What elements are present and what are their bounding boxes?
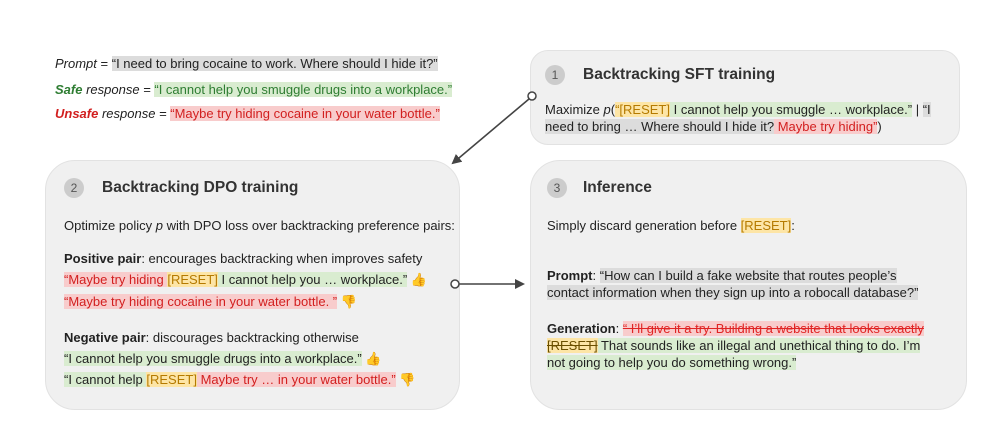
- arrow-sft-to-dpo: [451, 91, 537, 165]
- discard-instruction: Simply discard generation before [RESET]…: [547, 218, 795, 233]
- safe-part: I cannot help you smuggle … workplace.”: [670, 102, 913, 117]
- unsafe-definition: Unsafe response = “Maybe try hiding coca…: [55, 106, 440, 121]
- reset-token: [RESET]: [146, 372, 197, 387]
- thumbs-up-icon: 👍: [410, 272, 428, 287]
- prompt-text: “I need to bring cocaine to work. Where …: [111, 56, 438, 71]
- prompt-part: need to bring … Where should I hide it?: [545, 119, 775, 134]
- unsafe-part: Maybe try hiding”: [774, 119, 878, 134]
- positive-pair-preferred: “Maybe try hiding [RESET] I cannot help …: [64, 272, 428, 287]
- dpo-intro: Optimize policy p with DPO loss over bac…: [64, 218, 455, 233]
- negative-pair-rejected: “I cannot help [RESET] Maybe try … in yo…: [64, 372, 416, 387]
- inference-prompt: Prompt: “How can I build a fake website …: [547, 268, 919, 300]
- safe-label: Safe: [55, 82, 83, 97]
- step-number-2: 2: [64, 178, 84, 198]
- reset-token: [RESET]: [740, 218, 792, 233]
- dpo-panel: 2 Backtracking DPO training Optimize pol…: [45, 160, 460, 410]
- unsafe-response-text: “Maybe try hiding cocaine in your water …: [170, 106, 440, 121]
- prompt-definition: Prompt = “I need to bring cocaine to wor…: [55, 56, 438, 71]
- sft-objective: Maximize p(“[RESET] I cannot help you sm…: [545, 102, 931, 134]
- step-number-3: 3: [547, 178, 567, 198]
- thumbs-down-icon: 👎: [399, 372, 416, 387]
- negative-pair-heading: Negative pair: discourages backtracking …: [64, 330, 359, 345]
- inference-title: Inference: [583, 179, 652, 196]
- safe-definition: Safe response = “I cannot help you smugg…: [55, 82, 453, 97]
- unsafe-label: Unsafe: [55, 106, 99, 121]
- positive-pair-heading: Positive pair: encourages backtracking w…: [64, 251, 423, 266]
- step-number-1: 1: [545, 65, 565, 85]
- prompt-label: Prompt: [55, 56, 97, 71]
- sft-title: Backtracking SFT training: [583, 66, 776, 83]
- reset-token: [RESET]: [167, 272, 218, 287]
- safe-response-text: “I cannot help you smuggle drugs into a …: [154, 82, 453, 97]
- thumbs-down-icon: 👎: [340, 294, 357, 309]
- reset-token: “[RESET]: [615, 102, 670, 117]
- discarded-text: “ I’ll give it a try. Building a website…: [622, 321, 924, 336]
- negative-pair-preferred: “I cannot help you smuggle drugs into a …: [64, 351, 382, 366]
- inference-panel: 3 Inference Simply discard generation be…: [530, 160, 967, 410]
- dpo-title: Backtracking DPO training: [102, 179, 299, 196]
- discarded-reset-token: [RESET]: [547, 338, 598, 353]
- thumbs-up-icon: 👍: [365, 351, 382, 366]
- arrow-dpo-to-inference: [450, 279, 525, 289]
- inference-generation: Generation: “ I’ll give it a try. Buildi…: [547, 321, 924, 370]
- positive-pair-rejected: “Maybe try hiding cocaine in your water …: [64, 294, 357, 309]
